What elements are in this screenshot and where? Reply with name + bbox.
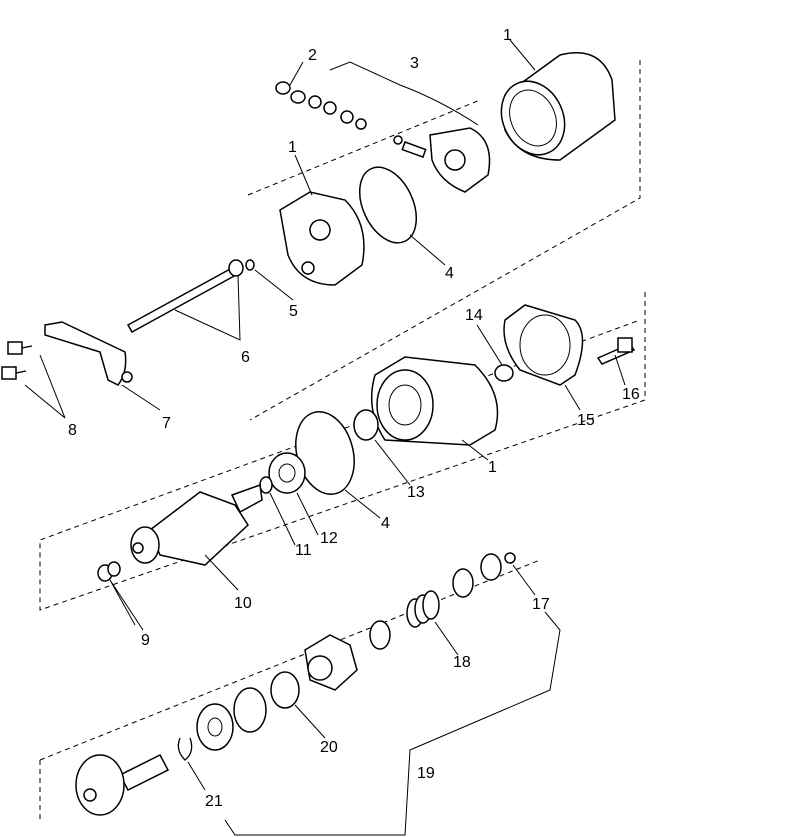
mounting-bracket xyxy=(44,321,133,386)
bracket-bolts xyxy=(1,341,33,380)
clutch-plate xyxy=(196,687,267,751)
callout-21: 21 xyxy=(205,793,223,810)
o-ring-20 xyxy=(270,671,300,709)
front-housing xyxy=(370,356,499,446)
callout-12: 12 xyxy=(320,530,338,547)
callout-1-rear-cover: 1 xyxy=(288,139,297,156)
callout-20: 20 xyxy=(320,739,338,756)
washers-9 xyxy=(97,561,121,582)
retaining-ring-21 xyxy=(177,737,193,761)
callout-11: 11 xyxy=(295,542,312,559)
leader-lines xyxy=(24,39,626,836)
callout-5: 5 xyxy=(289,303,298,320)
o-ring-13 xyxy=(353,409,379,441)
callout-4-upper: 4 xyxy=(445,265,454,282)
through-bolt xyxy=(126,259,244,334)
gasket-plate xyxy=(503,304,584,386)
callout-3: 3 xyxy=(410,55,419,72)
spring-18 xyxy=(369,590,440,650)
bearing-12 xyxy=(268,452,306,494)
callout-labels: 1 2 3 1 4 5 6 7 8 14 16 15 1 13 4 12 11 … xyxy=(68,27,640,810)
washer-14 xyxy=(494,364,514,382)
callout-4-lower: 4 xyxy=(381,515,390,532)
bearing-race xyxy=(452,568,474,598)
rear-end-cover xyxy=(279,191,365,286)
yoke-housing xyxy=(500,52,616,161)
spacer-17 xyxy=(480,552,516,581)
bolt-16 xyxy=(596,337,636,365)
washer-5 xyxy=(245,259,255,271)
o-ring-upper xyxy=(358,166,418,244)
callout-13: 13 xyxy=(407,484,425,501)
callout-6: 6 xyxy=(241,349,250,366)
callout-19: 19 xyxy=(417,765,435,782)
callout-16: 16 xyxy=(622,386,640,403)
overrunning-clutch xyxy=(304,634,358,691)
washer-stack xyxy=(275,81,367,130)
callout-2: 2 xyxy=(308,47,317,64)
callout-15: 15 xyxy=(577,412,595,429)
callout-18: 18 xyxy=(453,654,471,671)
callout-14: 14 xyxy=(465,307,483,324)
pinion-gear-shaft xyxy=(75,754,170,816)
callout-10: 10 xyxy=(234,595,252,612)
callout-1-yoke: 1 xyxy=(503,27,512,44)
callout-17: 17 xyxy=(532,596,550,613)
section-frames xyxy=(39,60,646,820)
callout-7: 7 xyxy=(162,415,171,432)
callout-8: 8 xyxy=(68,422,77,439)
armature xyxy=(130,483,263,566)
snap-ring-11 xyxy=(259,476,273,494)
callout-1-front-housing: 1 xyxy=(488,459,497,476)
callout-9: 9 xyxy=(141,632,150,649)
brush-holder-assembly xyxy=(393,127,491,193)
